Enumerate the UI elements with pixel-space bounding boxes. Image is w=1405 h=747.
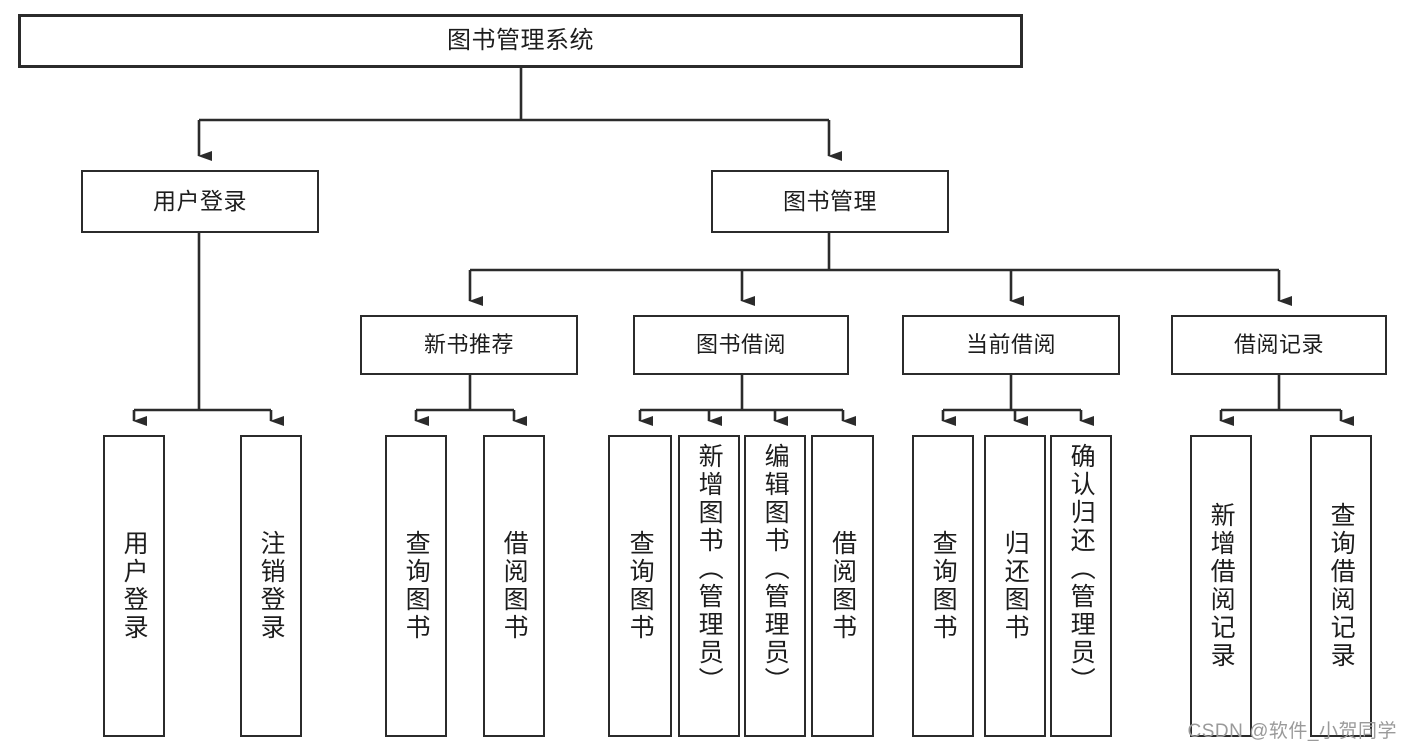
node-current-borrow[interactable]: 当前借阅 — [902, 315, 1120, 375]
leaf-node[interactable]: 确认归还（管理员） — [1050, 435, 1112, 737]
node-label: 归还图书 — [1001, 530, 1030, 642]
leaf-node[interactable]: 注销登录 — [240, 435, 302, 737]
node-label: 查询图书 — [402, 530, 431, 642]
leaf-node[interactable]: 查询图书 — [385, 435, 447, 737]
node-borrow-record[interactable]: 借阅记录 — [1171, 315, 1387, 375]
node-root-system[interactable]: 图书管理系统 — [18, 14, 1023, 68]
node-label: 新增图书（管理员） — [695, 443, 724, 695]
node-label: 图书管理 — [783, 187, 877, 214]
node-user-login[interactable]: 用户登录 — [81, 170, 319, 233]
leaf-node[interactable]: 编辑图书（管理员） — [744, 435, 806, 737]
node-label: 借阅图书 — [500, 530, 529, 642]
leaf-node[interactable]: 查询图书 — [912, 435, 974, 737]
node-book-management[interactable]: 图书管理 — [711, 170, 949, 233]
node-label: 图书借阅 — [695, 332, 786, 358]
leaf-node[interactable]: 查询借阅记录 — [1310, 435, 1372, 737]
node-label: 当前借阅 — [965, 332, 1056, 358]
node-label: 借阅图书 — [828, 530, 857, 642]
leaf-node[interactable]: 新增图书（管理员） — [678, 435, 740, 737]
leaf-node[interactable]: 新增借阅记录 — [1190, 435, 1252, 737]
node-label: 借阅记录 — [1233, 332, 1324, 358]
node-label: 编辑图书（管理员） — [761, 443, 790, 695]
node-book-borrow[interactable]: 图书借阅 — [633, 315, 849, 375]
node-label: 新书推荐 — [423, 332, 514, 358]
node-new-book-recommend[interactable]: 新书推荐 — [360, 315, 578, 375]
node-label: 查询图书 — [626, 530, 655, 642]
node-label: 确认归还（管理员） — [1067, 443, 1096, 695]
leaf-node[interactable]: 借阅图书 — [483, 435, 545, 737]
node-label: 图书管理系统 — [447, 26, 594, 54]
node-label: 新增借阅记录 — [1207, 502, 1236, 670]
node-label: 用户登录 — [153, 187, 247, 214]
leaf-node[interactable]: 查询图书 — [608, 435, 672, 737]
node-label: 查询图书 — [929, 530, 958, 642]
node-label: 用户登录 — [120, 530, 149, 642]
leaf-node[interactable]: 借阅图书 — [811, 435, 874, 737]
leaf-node[interactable]: 用户登录 — [103, 435, 165, 737]
node-label: 注销登录 — [257, 530, 286, 642]
node-label: 查询借阅记录 — [1327, 502, 1356, 670]
csdn-watermark: CSDN @软件_小贺同学 — [1187, 721, 1397, 742]
leaf-node[interactable]: 归还图书 — [984, 435, 1046, 737]
